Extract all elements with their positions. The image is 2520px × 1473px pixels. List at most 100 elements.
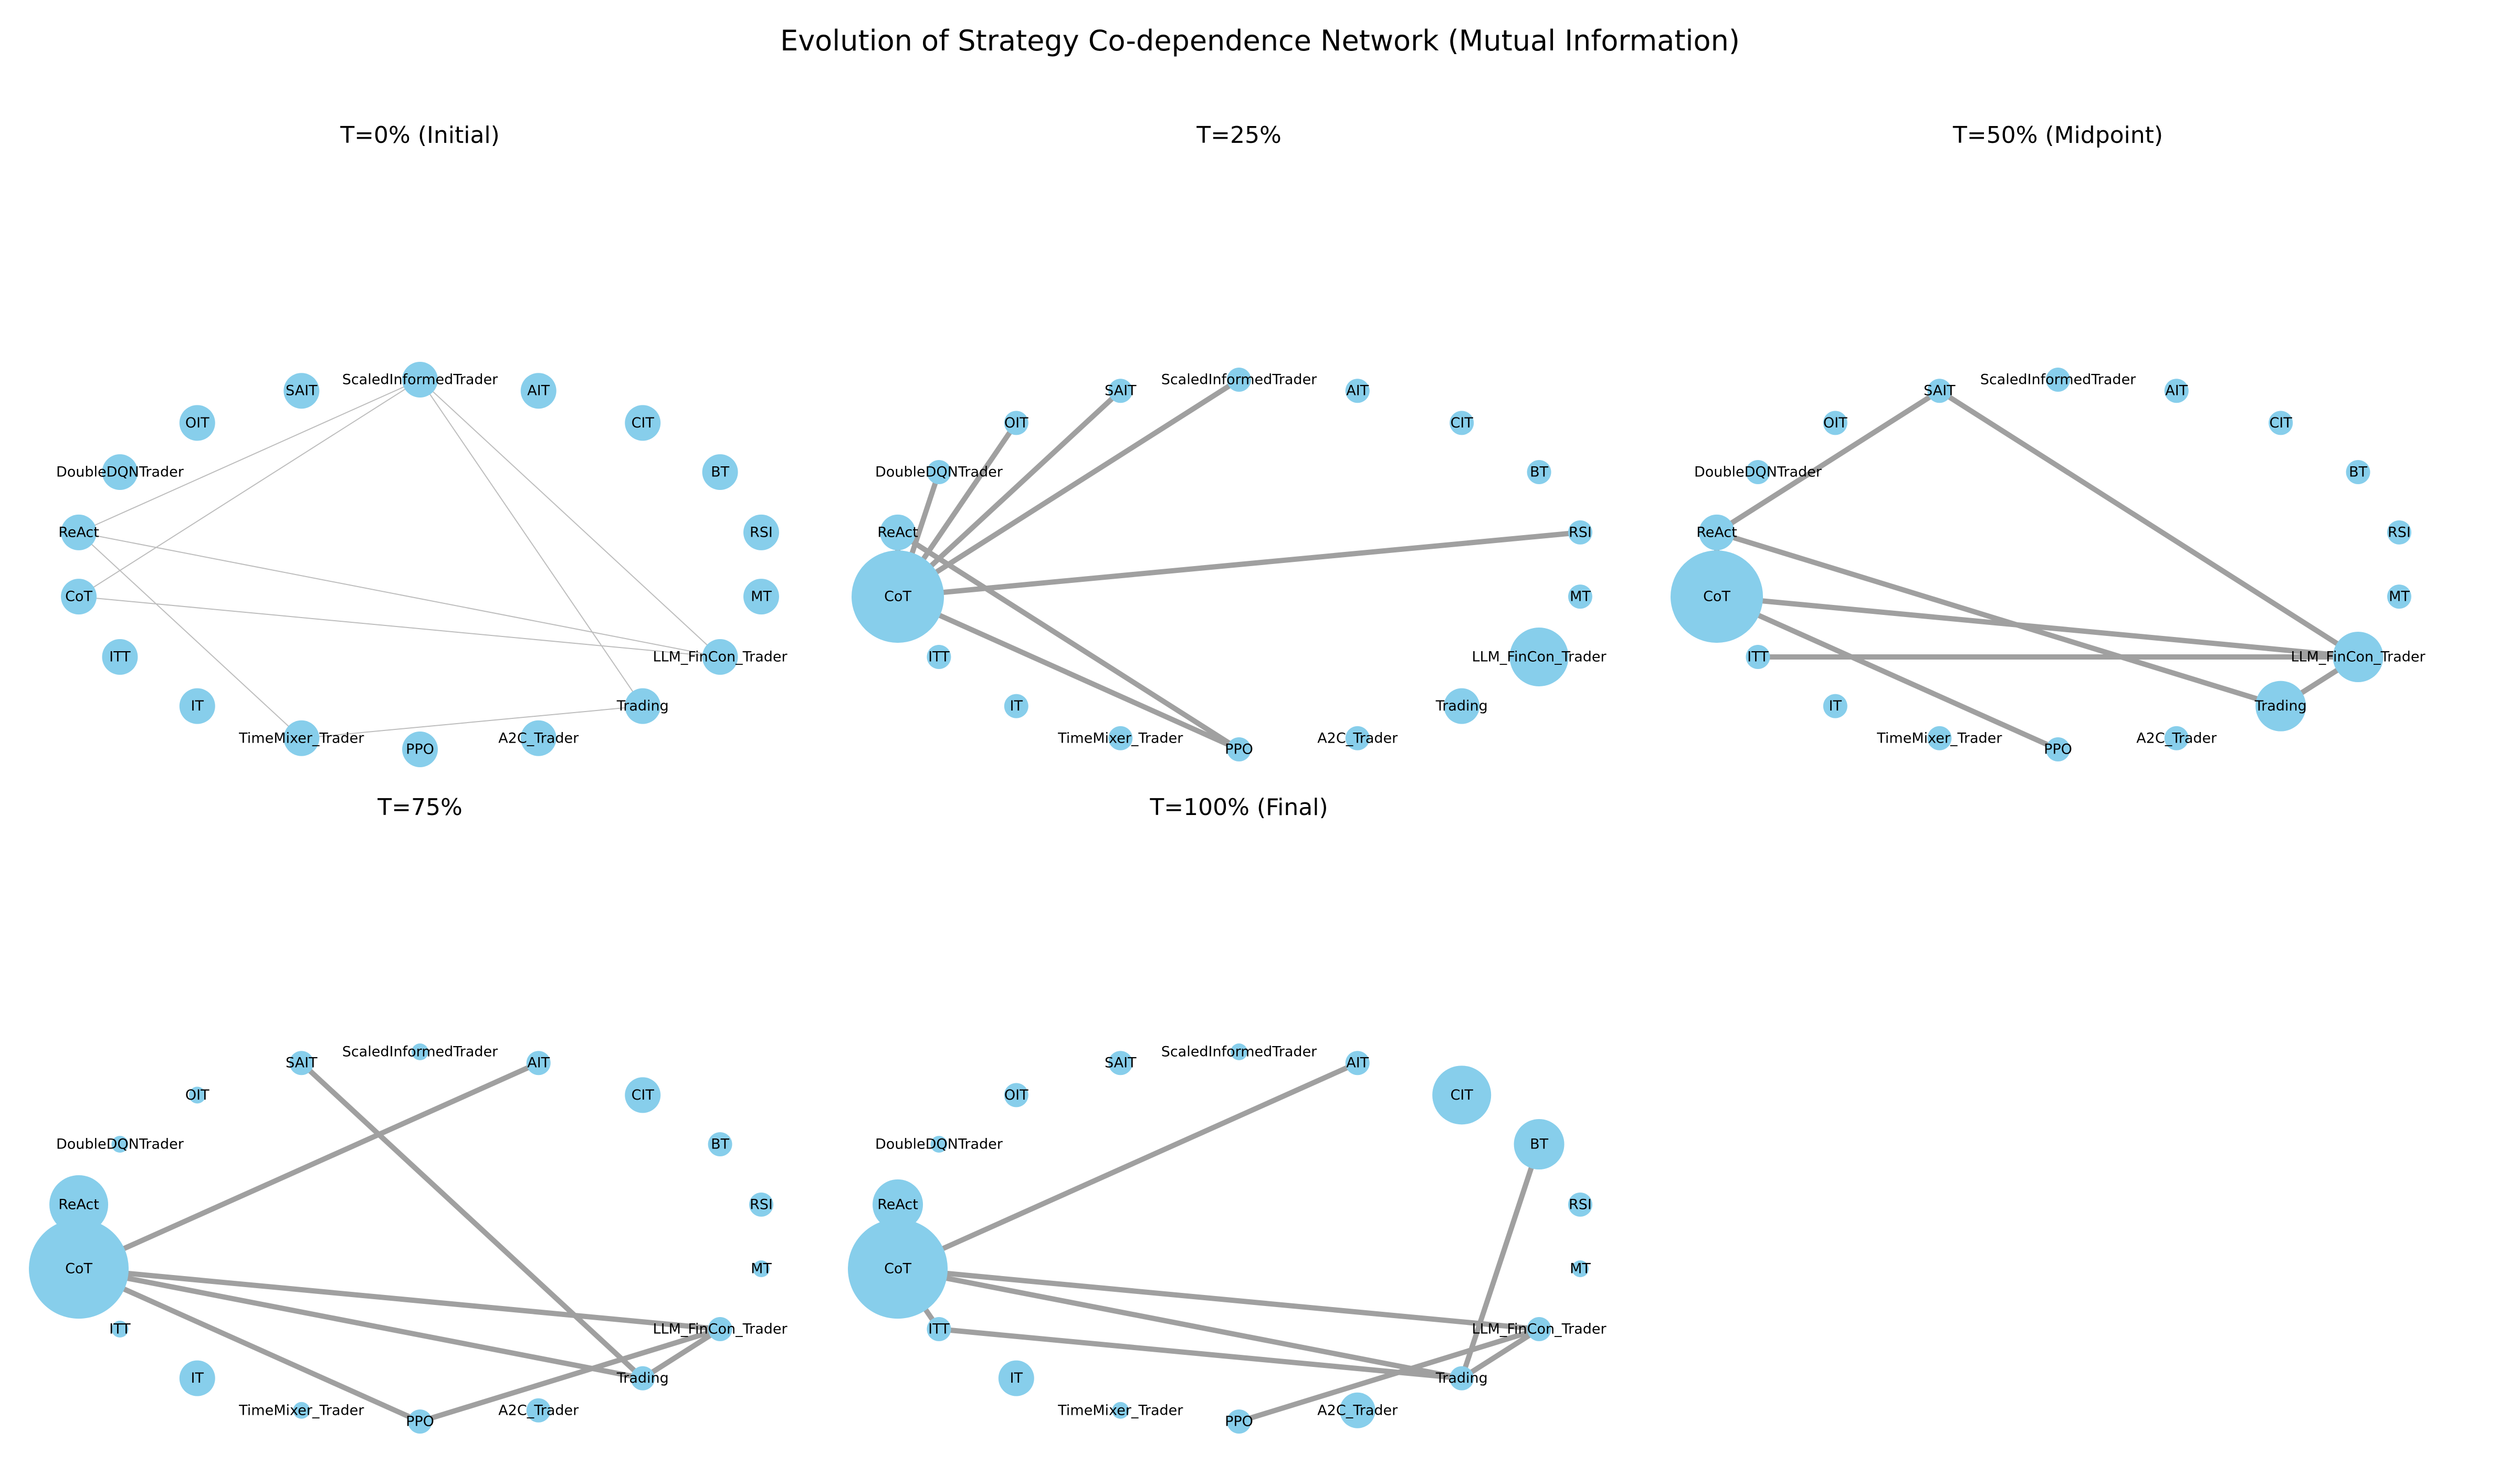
edge-LLM_FinCon_Trader-Trading <box>640 1326 723 1381</box>
node-label: BT <box>711 464 730 480</box>
node-label: AIT <box>1346 1055 1369 1071</box>
node-MT <box>1568 584 1592 609</box>
node-TimeMixer_Trader <box>293 1402 310 1419</box>
edge-CoT-LLM_FinCon_Trader <box>78 596 721 657</box>
node-TimeMixer_Trader <box>1927 726 1952 750</box>
node-TimeMixer_Trader <box>1108 726 1133 750</box>
node-MT <box>743 579 779 615</box>
node-label: RSI <box>750 1196 773 1213</box>
node-label: SAIT <box>286 383 318 399</box>
node-Trading <box>1450 1366 1474 1391</box>
node-label: TimeMixer_Trader <box>1057 1402 1183 1418</box>
node-label: BT <box>2349 464 2368 480</box>
node-label: PPO <box>1225 741 1253 758</box>
node-AIT <box>2164 379 2189 403</box>
label-layer: ScaledInformedTraderAITCITBTRSIMTLLM_Fin… <box>56 1044 788 1430</box>
node-label: ITT <box>109 649 131 665</box>
node-label: CIT <box>1451 1087 1474 1103</box>
node-layer <box>61 362 779 767</box>
node-ScaledInformedTrader <box>1227 368 1251 392</box>
edge-layer <box>895 377 1583 752</box>
node-label: AIT <box>527 383 550 399</box>
node-label: ScaledInformedTrader <box>1980 372 2136 388</box>
node-label: ScaledInformedTrader <box>1161 372 1317 388</box>
node-label: ITT <box>928 1321 950 1338</box>
node-SAIT <box>1108 379 1133 403</box>
node-label: Trading <box>1435 698 1488 714</box>
node-IT <box>179 1360 215 1396</box>
node-AIT <box>526 1051 551 1075</box>
node-label: Trading <box>2254 698 2307 714</box>
node-label: PPO <box>1225 1414 1253 1430</box>
node-ReAct <box>61 514 97 550</box>
panel-title: T=100% (Final) <box>1149 794 1328 821</box>
edge-ITT-Trading <box>936 1326 1465 1381</box>
node-label: AIT <box>2165 383 2188 399</box>
node-BT <box>1527 460 1551 484</box>
edge-CoT-LLM_FinCon_Trader <box>76 1266 723 1332</box>
node-label: DoubleDQNTrader <box>56 464 184 480</box>
node-label: ITT <box>109 1321 131 1338</box>
node-IT <box>1004 694 1028 718</box>
node-A2C_Trader <box>520 720 556 756</box>
edge-CoT-LLM_FinCon_Trader <box>1714 594 2361 660</box>
node-OIT <box>188 1087 206 1104</box>
node-LLM_FinCon_Trader <box>1527 1317 1551 1341</box>
node-DoubleDQNTrader <box>1746 460 1770 484</box>
network-panel-5: T=100% (Final)ScaledInformedTraderAITCIT… <box>848 794 1607 1434</box>
node-SAIT <box>1927 379 1952 403</box>
node-label: RSI <box>2388 524 2411 540</box>
node-label: ITT <box>1747 649 1769 665</box>
edge-PPO-LLM_FinCon_Trader <box>1236 1326 1542 1424</box>
node-CIT <box>625 405 661 441</box>
node-label: CoT <box>1703 589 1730 605</box>
edge-CoT-Trading <box>76 1266 646 1381</box>
node-LLM_FinCon_Trader <box>708 1317 732 1341</box>
node-label: IT <box>191 1370 204 1386</box>
node-OIT <box>1823 411 1847 435</box>
edge-CoT-AIT <box>895 1060 1360 1272</box>
node-A2C_Trader <box>2164 726 2189 750</box>
node-label: TimeMixer_Trader <box>1876 730 2002 746</box>
node-ReAct <box>1699 514 1735 550</box>
node-MT <box>752 1260 770 1278</box>
edge-layer <box>895 1060 1542 1424</box>
node-label: CIT <box>632 1087 655 1103</box>
node-layer <box>848 1043 1592 1434</box>
node-CoT <box>1671 550 1763 643</box>
node-label: MT <box>1570 1261 1591 1277</box>
node-label: IT <box>1829 698 1842 714</box>
node-label: LLM_FinCon_Trader <box>2291 649 2426 665</box>
node-label: A2C_Trader <box>498 1402 579 1418</box>
node-PPO <box>1227 1409 1251 1434</box>
node-BT <box>2346 460 2370 484</box>
node-ScaledInformedTrader <box>2046 368 2070 392</box>
node-OIT <box>179 405 215 441</box>
node-label: RSI <box>750 524 773 540</box>
node-CIT <box>1450 411 1474 435</box>
node-label: A2C_Trader <box>1317 730 1398 746</box>
node-IT <box>179 688 215 724</box>
edge-ReAct-Trading <box>1714 529 2284 709</box>
edge-layer <box>78 379 721 739</box>
node-PPO <box>2046 737 2070 761</box>
node-label: PPO <box>406 1414 434 1430</box>
network-panel-1: T=0% (Initial)ScaledInformedTraderAITCIT… <box>56 122 788 767</box>
edge-ReAct-PPO <box>895 529 1242 752</box>
node-label: ScaledInformedTrader <box>342 372 498 388</box>
edge-ScaledInformedTrader-Trading <box>419 379 644 707</box>
node-BT <box>1514 1119 1564 1169</box>
node-IT <box>1823 694 1847 718</box>
node-label: ReAct <box>58 524 99 540</box>
node-label: LLM_FinCon_Trader <box>1472 649 1607 665</box>
edge-BT-Trading <box>1459 1142 1542 1381</box>
node-ReAct <box>880 514 916 550</box>
node-label: ReAct <box>877 524 918 540</box>
node-A2C_Trader <box>526 1398 551 1423</box>
edge-ScaledInformedTrader-CoT <box>78 379 421 598</box>
node-Trading <box>625 688 661 724</box>
node-TimeMixer_Trader <box>1112 1402 1129 1419</box>
node-label: SAIT <box>1105 1055 1137 1071</box>
node-Trading <box>1444 688 1480 724</box>
